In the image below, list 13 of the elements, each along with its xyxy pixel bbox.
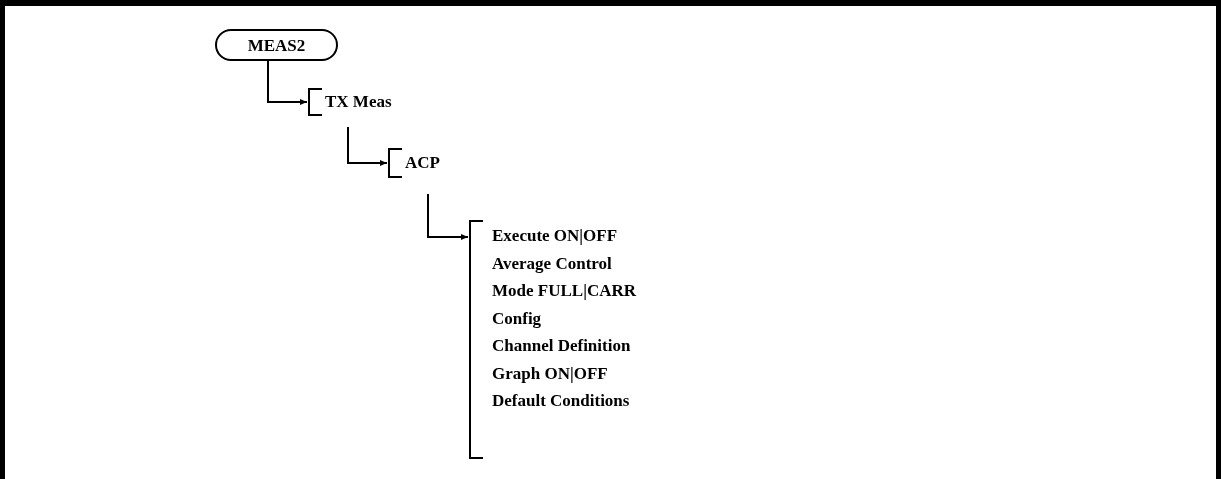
arrow xyxy=(267,60,308,105)
menu-item: Mode FULL|CARR xyxy=(492,281,637,301)
menu-item: TX Meas xyxy=(325,92,392,112)
menu-item: Default Conditions xyxy=(492,391,631,411)
arrow xyxy=(427,193,469,240)
menu-item: Channel Definition xyxy=(492,336,632,356)
arrow xyxy=(347,126,388,166)
menu-pill: MEAS2 xyxy=(215,29,338,61)
menu-item: Graph ON|OFF xyxy=(492,363,609,384)
menu-item: Config xyxy=(492,308,543,329)
menu-item: ACP xyxy=(405,153,440,173)
menu-item: Average Control xyxy=(492,253,613,274)
menu-item: Execute ON|OFF xyxy=(492,226,619,246)
